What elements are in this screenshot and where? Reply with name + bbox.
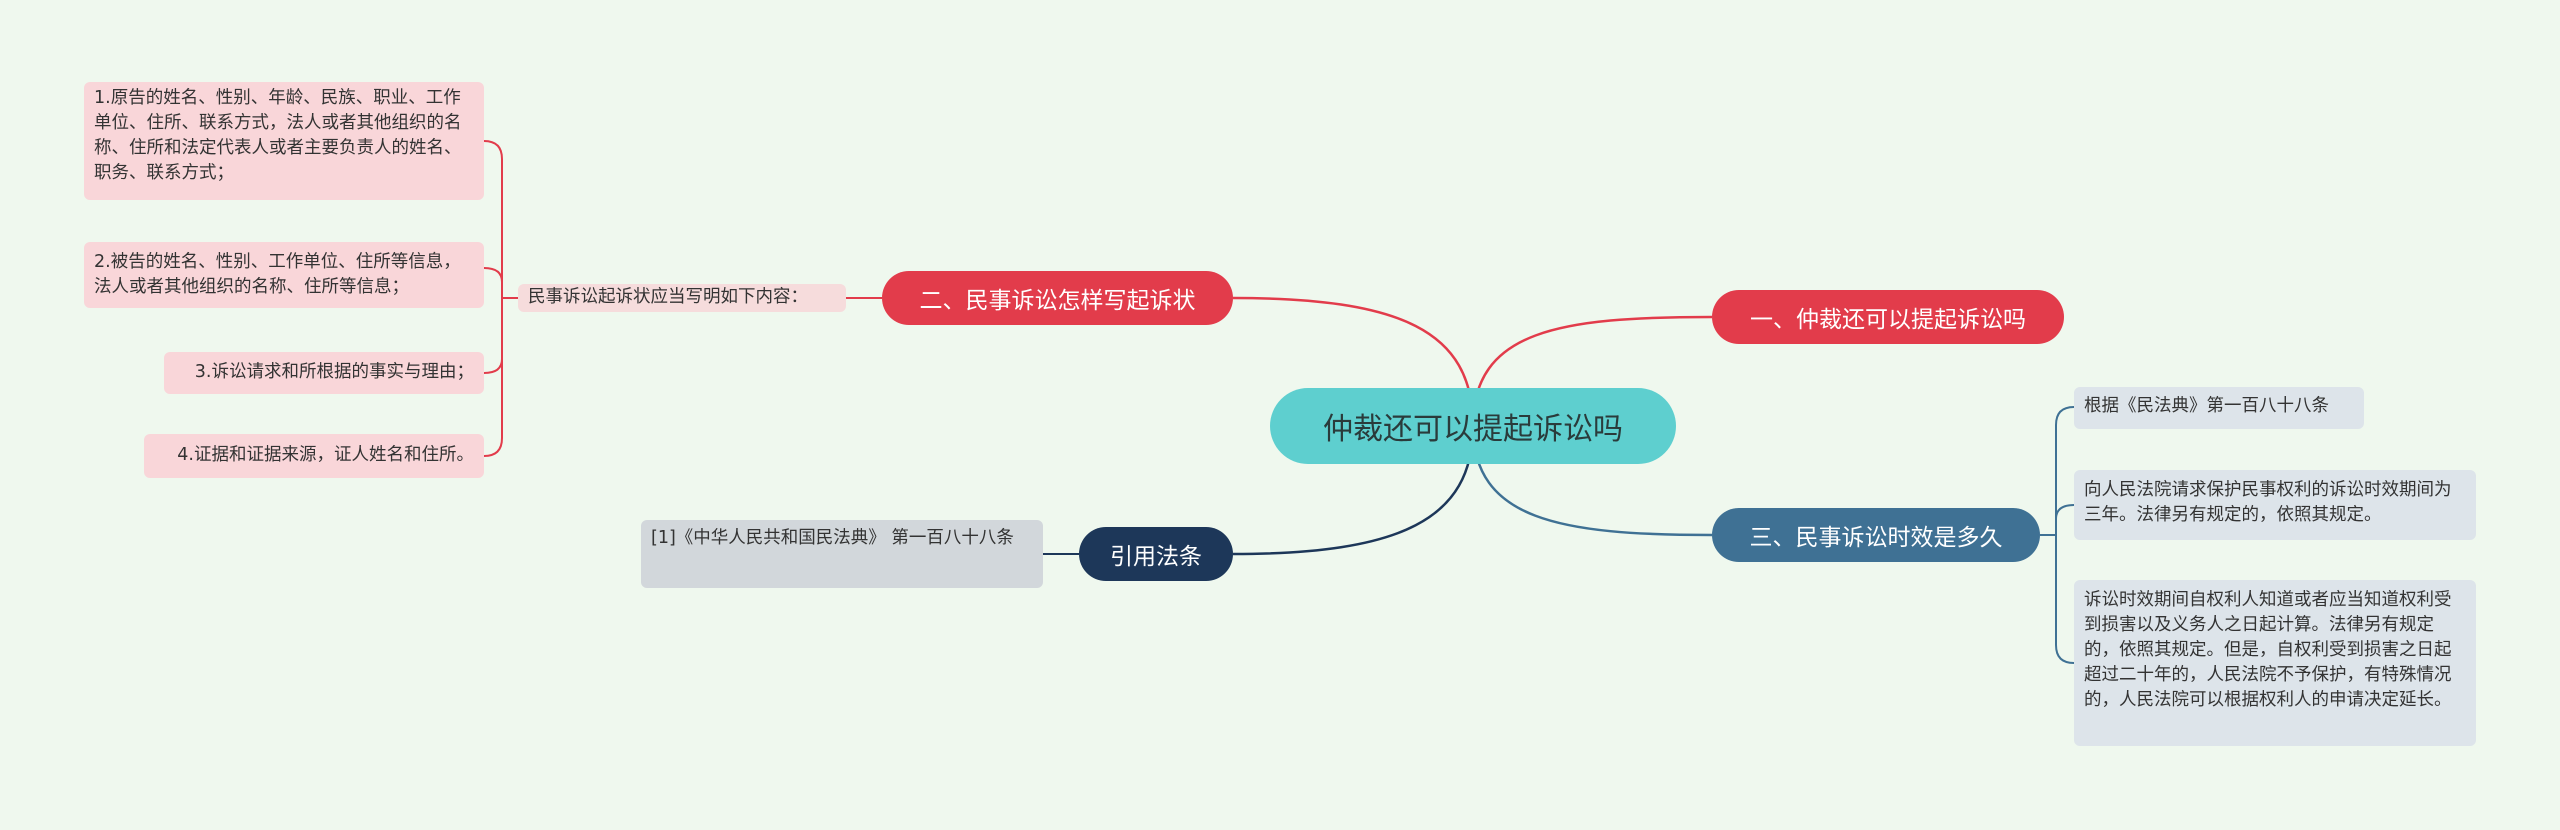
complaint-item-evidence[interactable]: 4.证据和证据来源，证人姓名和住所。 bbox=[144, 434, 484, 478]
complaint-item-defendant[interactable]: 2.被告的姓名、性别、工作单位、住所等信息，法人或者其他组织的名称、住所等信息； bbox=[84, 242, 484, 308]
branch-limitation-period[interactable]: 三、民事诉讼时效是多久 bbox=[1712, 508, 2040, 562]
complaint-item-claims[interactable]: 3.诉讼请求和所根据的事实与理由； bbox=[164, 352, 484, 394]
central-topic[interactable]: 仲裁还可以提起诉讼吗 bbox=[1270, 388, 1676, 464]
complaint-intro[interactable]: 民事诉讼起诉状应当写明如下内容： bbox=[518, 284, 846, 312]
limitation-item-calculation[interactable]: 诉讼时效期间自权利人知道或者应当知道权利受到损害以及义务人之日起计算。法律另有规… bbox=[2074, 580, 2476, 746]
cited-law-item[interactable]: [1]《中华人民共和国民法典》 第一百八十八条 bbox=[641, 520, 1043, 588]
branch-complaint-writing[interactable]: 二、民事诉讼怎样写起诉状 bbox=[882, 271, 1233, 325]
limitation-item-article[interactable]: 根据《民法典》第一百八十八条 bbox=[2074, 387, 2364, 429]
branch-arbitration-lawsuit[interactable]: 一、仲裁还可以提起诉讼吗 bbox=[1712, 290, 2064, 344]
complaint-item-plaintiff[interactable]: 1.原告的姓名、性别、年龄、民族、职业、工作单位、住所、联系方式，法人或者其他组… bbox=[84, 82, 484, 200]
limitation-item-three-years[interactable]: 向人民法院请求保护民事权利的诉讼时效期间为三年。法律另有规定的，依照其规定。 bbox=[2074, 470, 2476, 540]
branch-cited-law[interactable]: 引用法条 bbox=[1079, 527, 1233, 581]
